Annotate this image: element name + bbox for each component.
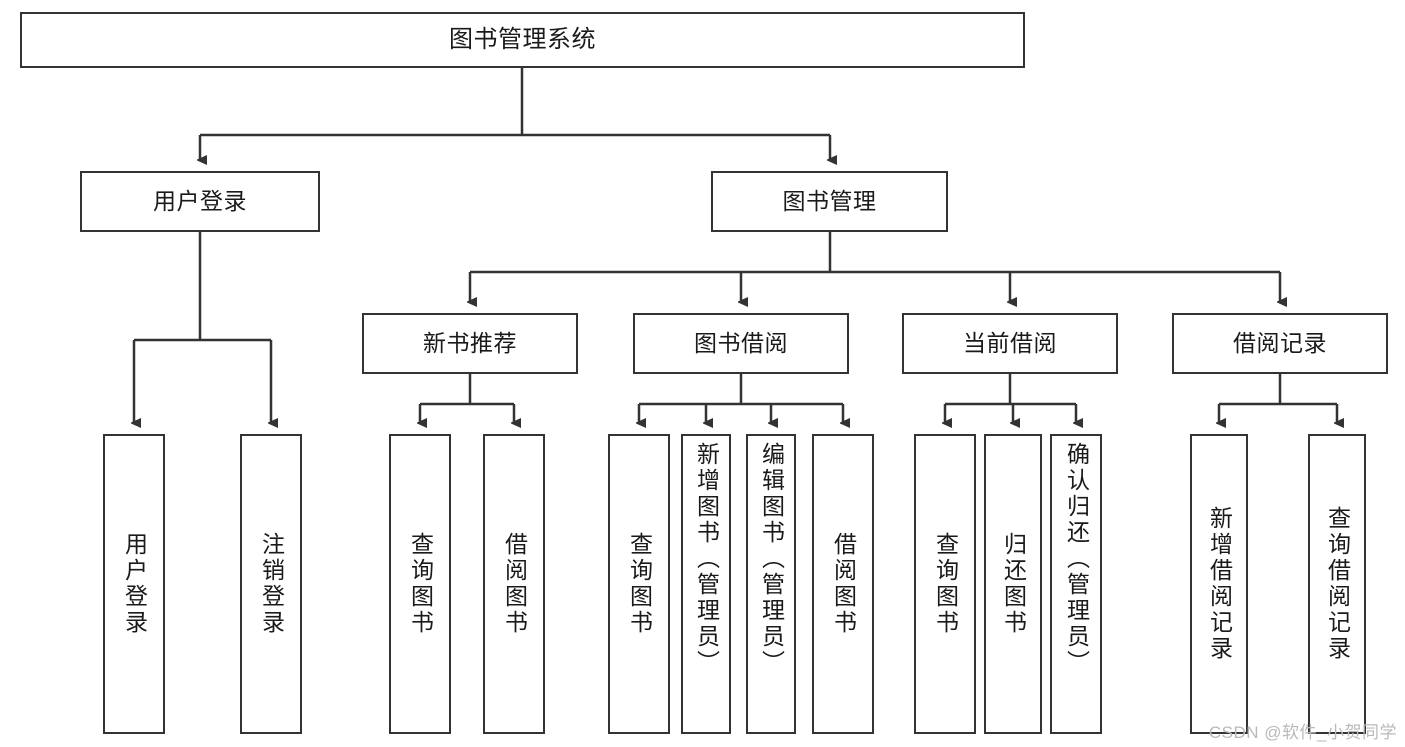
node-user-login-label: 用户登录	[153, 187, 247, 214]
leaf-current-query-book-label: 查询图书	[932, 532, 959, 636]
node-root[interactable]: 图书管理系统	[20, 12, 1025, 68]
leaf-user-logout-label: 注销登录	[258, 532, 285, 636]
leaf-user-logout[interactable]: 注销登录	[240, 434, 302, 734]
leaf-borrow-borrow-book-label: 借阅图书	[830, 532, 857, 636]
leaf-recommend-borrow-book[interactable]: 借阅图书	[483, 434, 545, 734]
leaf-current-query-book[interactable]: 查询图书	[914, 434, 976, 734]
node-root-label: 图书管理系统	[449, 25, 596, 53]
leaf-current-confirm-return-label: 确认归还（管理员）	[1063, 442, 1090, 676]
node-user-login[interactable]: 用户登录	[80, 171, 320, 232]
node-borrow-record[interactable]: 借阅记录	[1172, 313, 1388, 374]
leaf-record-add-record[interactable]: 新增借阅记录	[1190, 434, 1248, 734]
node-book-borrow[interactable]: 图书借阅	[633, 313, 849, 374]
node-current-borrow-label: 当前借阅	[963, 329, 1057, 356]
node-new-book-recommend[interactable]: 新书推荐	[362, 313, 578, 374]
leaf-borrow-edit-book-label: 编辑图书（管理员）	[758, 442, 785, 676]
leaf-borrow-add-book[interactable]: 新增图书（管理员）	[681, 434, 731, 734]
leaf-current-return-book-label: 归还图书	[1000, 532, 1027, 636]
leaf-user-login-label: 用户登录	[121, 532, 148, 636]
node-borrow-record-label: 借阅记录	[1233, 329, 1327, 356]
leaf-record-query-record[interactable]: 查询借阅记录	[1308, 434, 1366, 734]
node-book-borrow-label: 图书借阅	[694, 329, 788, 356]
leaf-current-return-book[interactable]: 归还图书	[984, 434, 1042, 734]
leaf-recommend-query-book[interactable]: 查询图书	[389, 434, 451, 734]
leaf-borrow-add-book-label: 新增图书（管理员）	[693, 442, 720, 676]
node-book-manage[interactable]: 图书管理	[711, 171, 948, 232]
node-new-book-recommend-label: 新书推荐	[423, 329, 517, 356]
leaf-borrow-query-book[interactable]: 查询图书	[608, 434, 670, 734]
leaf-borrow-borrow-book[interactable]: 借阅图书	[812, 434, 874, 734]
leaf-recommend-query-book-label: 查询图书	[407, 532, 434, 636]
node-book-manage-label: 图书管理	[782, 187, 877, 214]
node-current-borrow[interactable]: 当前借阅	[902, 313, 1118, 374]
leaf-borrow-query-book-label: 查询图书	[626, 532, 653, 636]
leaf-recommend-borrow-book-label: 借阅图书	[501, 532, 528, 636]
leaf-record-query-record-label: 查询借阅记录	[1324, 506, 1351, 662]
leaf-borrow-edit-book[interactable]: 编辑图书（管理员）	[746, 434, 796, 734]
leaf-user-login[interactable]: 用户登录	[103, 434, 165, 734]
leaf-record-add-record-label: 新增借阅记录	[1206, 506, 1233, 662]
watermark: CSDN @软件_小贺同学	[1208, 723, 1397, 742]
leaf-current-confirm-return[interactable]: 确认归还（管理员）	[1050, 434, 1102, 734]
